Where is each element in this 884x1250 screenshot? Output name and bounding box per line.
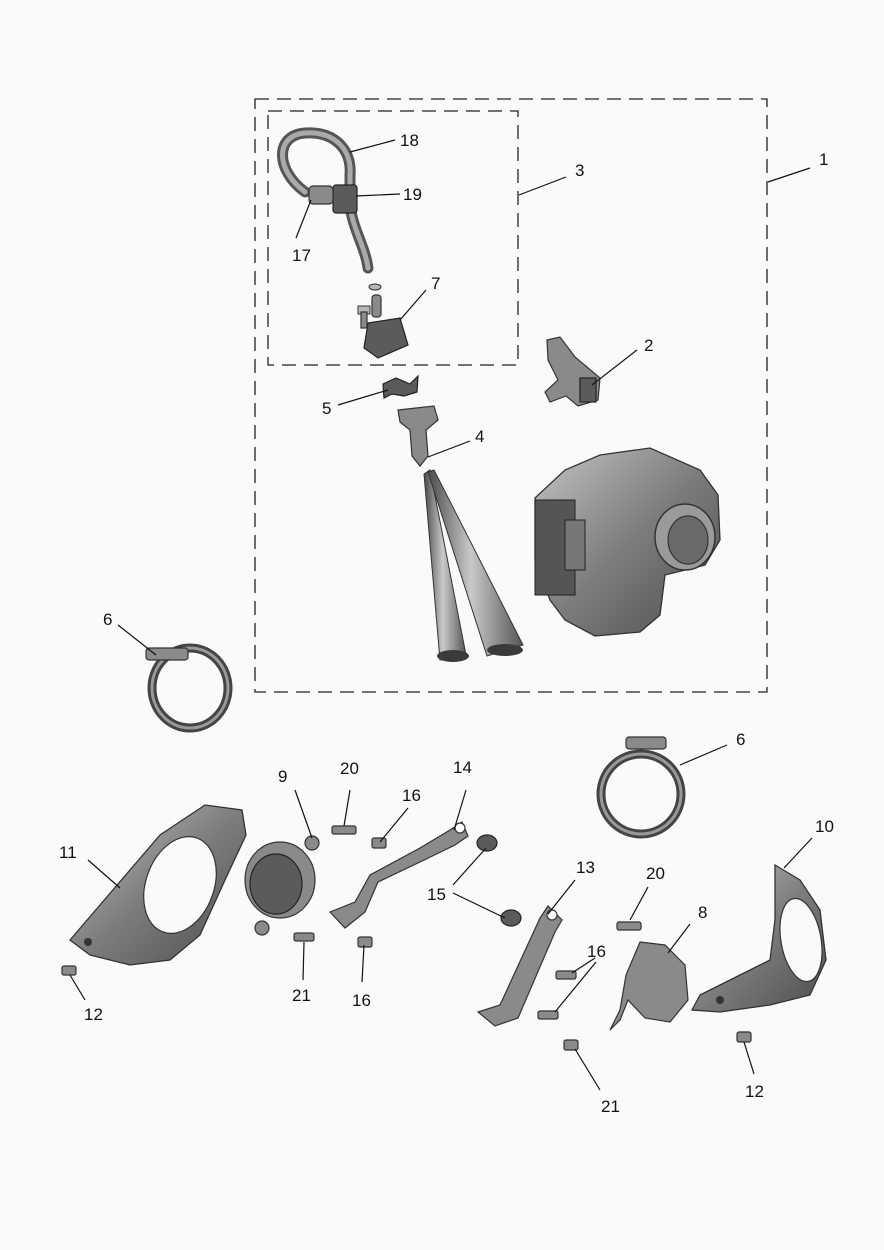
callout-11: 11: [59, 843, 77, 862]
bolt-part-16-a: [371, 837, 387, 849]
callout-8: 8: [698, 903, 707, 922]
cover-part-11: [69, 804, 247, 966]
callout-21-left: 21: [292, 986, 311, 1005]
callout-14: 14: [453, 758, 472, 777]
cap-part-9: [244, 835, 320, 936]
cap-part-8: [609, 941, 689, 1031]
callout-17: 17: [292, 246, 311, 265]
hose-connector-part-19: [332, 184, 358, 214]
assembly-1-box: [254, 98, 768, 693]
bracket-part-13: [476, 905, 563, 1027]
callout-10: 10: [815, 817, 834, 836]
fuel-injector-part-4: [397, 405, 524, 662]
hose-clip-part-17: [308, 185, 334, 205]
bolt-part-21-left: [293, 932, 315, 942]
throttle-body: [534, 447, 721, 637]
callout-16-b: 16: [352, 991, 371, 1010]
bolt-part-16-b: [357, 936, 373, 948]
callout-18: 18: [400, 131, 419, 150]
leader-lines: [69, 139, 813, 1091]
callout-13: 13: [576, 858, 595, 877]
bolt-part-20-left: [331, 825, 357, 835]
callout-6-left: 6: [103, 610, 112, 629]
callout-20-left: 20: [340, 759, 359, 778]
sensor-part-2: [544, 336, 601, 407]
bolt-part-20-right: [616, 921, 642, 931]
bracket-part-14: [328, 821, 469, 929]
hose-clamp-part-6-left: [145, 643, 233, 733]
callout-16-a: 16: [402, 786, 421, 805]
hose-clamp-part-6-right: [596, 736, 686, 839]
callout-19: 19: [403, 185, 422, 204]
callout-15: 15: [427, 885, 446, 904]
callout-5: 5: [322, 399, 331, 418]
bolt-part-12-left: [61, 965, 77, 976]
callout-9: 9: [278, 767, 287, 786]
bolt-part-21-right: [563, 1039, 579, 1051]
bolt-part-16-c: [555, 970, 577, 980]
callout-6-right: 6: [736, 730, 745, 749]
cover-part-10: [690, 863, 827, 1013]
callout-12-right: 12: [745, 1082, 764, 1101]
bolt-part-16-d: [537, 1010, 559, 1020]
fuel-connector-part-7: [357, 283, 409, 359]
grommet-part-15-b: [500, 909, 522, 927]
callout-2: 2: [644, 336, 653, 355]
bolt-part-12-right: [736, 1031, 752, 1043]
assembly-3-box: [267, 110, 519, 366]
callout-12-left: 12: [84, 1005, 103, 1024]
callout-21-right: 21: [601, 1097, 620, 1116]
callout-7: 7: [431, 274, 440, 293]
grommet-part-15-a: [476, 834, 498, 852]
fuel-hose-part-18: [277, 127, 374, 274]
callout-3: 3: [575, 161, 584, 180]
callout-1: 1: [819, 150, 828, 169]
callout-20-right: 20: [646, 864, 665, 883]
callout-16-c: 16: [587, 942, 606, 961]
callout-4: 4: [475, 427, 484, 446]
clip-part-5: [382, 374, 419, 399]
